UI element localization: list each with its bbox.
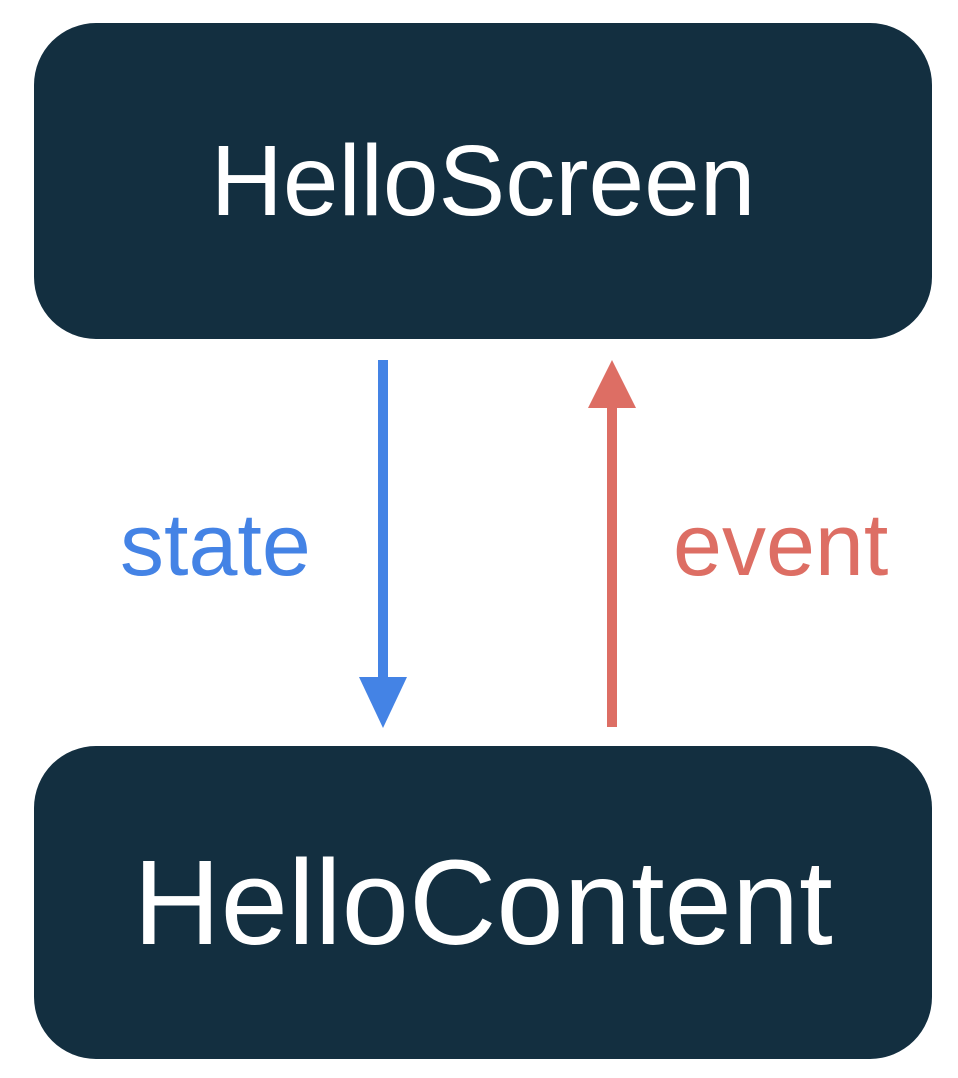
event-arrow-up-icon [588,360,636,727]
state-arrow-down-icon [359,360,407,728]
event-label: event [673,495,889,594]
helloscreen-label: HelloScreen [210,125,756,237]
helloscreen-box: HelloScreen [34,23,932,339]
state-label: state [120,495,311,594]
hellocontent-label: HelloContent [133,834,833,970]
hellocontent-box: HelloContent [34,746,932,1059]
